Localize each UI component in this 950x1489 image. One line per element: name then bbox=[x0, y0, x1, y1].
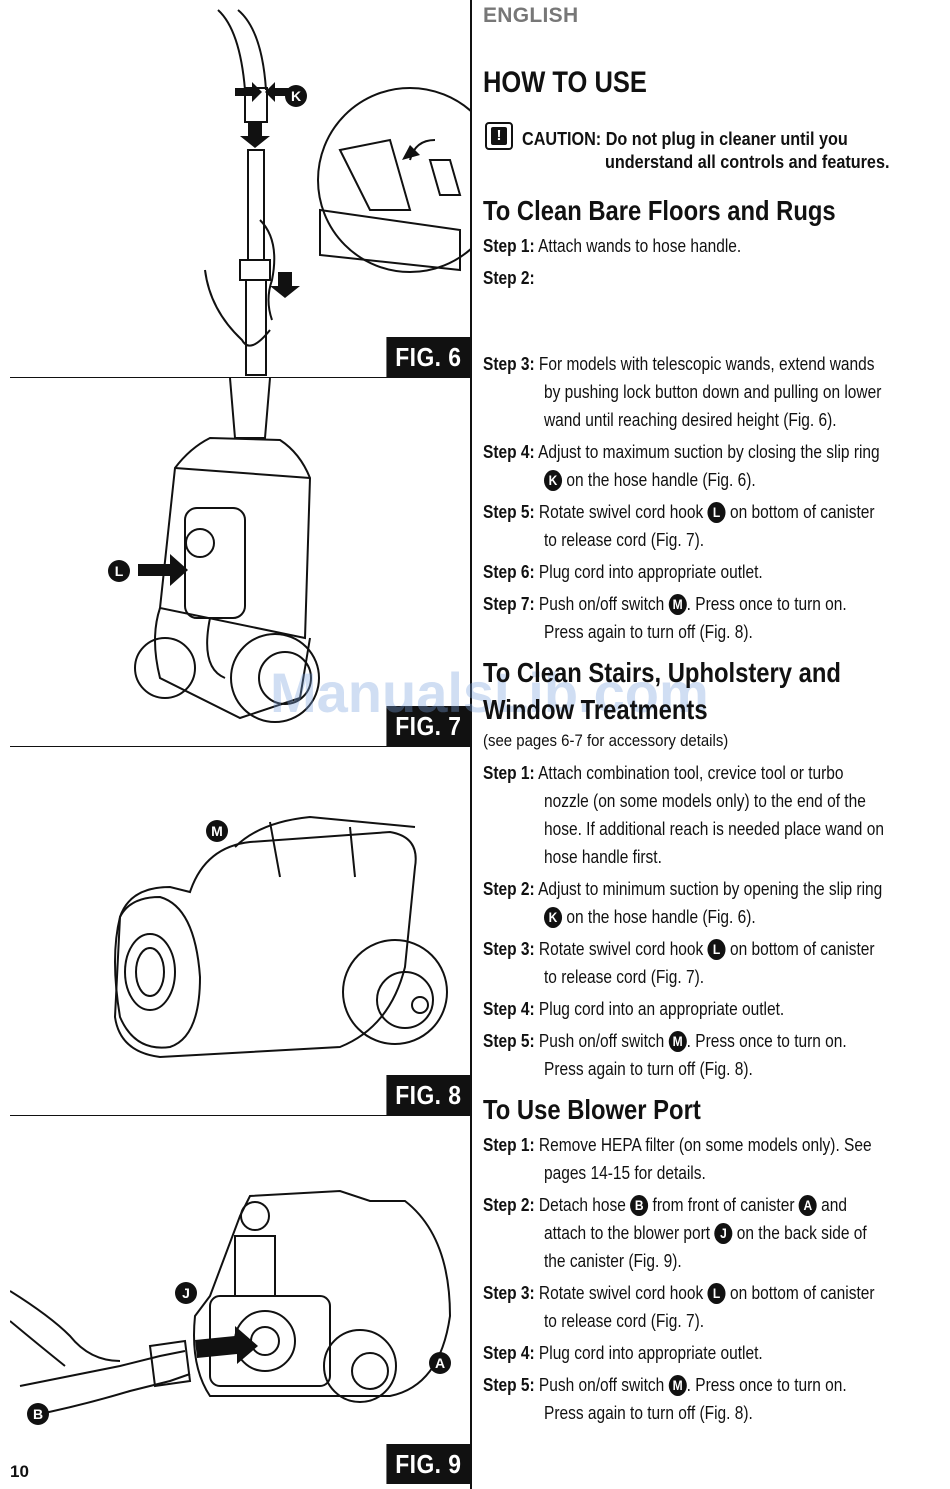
callout-b: B bbox=[27, 1403, 49, 1425]
caution-label: CAUTION: bbox=[522, 129, 602, 149]
step: Step 4: Plug cord into appropriate outle… bbox=[483, 1343, 763, 1363]
language-label: ENGLISH bbox=[483, 4, 579, 27]
callout-m-inline: M bbox=[668, 1031, 687, 1052]
step: Step 2: Adjust to minimum suction by ope… bbox=[483, 879, 883, 899]
section-heading-stairs: To Clean Stairs, Upholstery and bbox=[483, 657, 841, 688]
fig7-canister-illustration bbox=[134, 378, 320, 723]
step-continuation: Press again to turn off (Fig. 8). bbox=[544, 622, 753, 642]
step-continuation: hose handle first. bbox=[544, 847, 662, 867]
step-continuation: K on the hose handle (Fig. 6). bbox=[544, 466, 756, 494]
step: Step 3: Rotate swivel cord hook L on bot… bbox=[483, 1283, 875, 1304]
step: Step 7: Push on/off switch M. Press once… bbox=[483, 594, 847, 615]
fig6-wand-illustration bbox=[204, 9, 470, 376]
step: Step 4: Plug cord into an appropriate ou… bbox=[483, 999, 785, 1019]
fig7-label: FIG. 7 bbox=[386, 706, 470, 746]
callout-m-inline: M bbox=[668, 594, 687, 615]
callout-l: L bbox=[108, 560, 130, 582]
step-continuation: Press again to turn off (Fig. 8). bbox=[544, 1059, 753, 1079]
step-continuation: to release cord (Fig. 7). bbox=[544, 967, 705, 987]
step: Step 2: bbox=[483, 268, 535, 288]
figure-divider bbox=[10, 746, 470, 747]
callout-k: K bbox=[285, 85, 307, 107]
caution-line1: Do not plug in cleaner until you bbox=[605, 129, 848, 149]
step: Step 5: Rotate swivel cord hook L on bot… bbox=[483, 502, 875, 523]
page-title: HOW TO USE bbox=[483, 66, 647, 99]
figure-divider bbox=[10, 377, 470, 378]
page-number: 10 bbox=[10, 1462, 29, 1481]
fig6-label: FIG. 6 bbox=[386, 337, 470, 377]
fig8-label: FIG. 8 bbox=[386, 1075, 470, 1115]
step-continuation: pages 14-15 for details. bbox=[544, 1163, 706, 1183]
callout-b-inline: B bbox=[630, 1195, 649, 1216]
section-heading-floors: To Clean Bare Floors and Rugs bbox=[483, 195, 836, 226]
callout-j-inline: J bbox=[714, 1223, 733, 1244]
exclamation-warning-icon: ! bbox=[485, 122, 513, 150]
step: Step 1: Attach combination tool, crevice… bbox=[483, 763, 844, 783]
callout-m: M bbox=[206, 820, 228, 842]
fig9-blower-port-illustration bbox=[10, 1189, 452, 1417]
step-continuation: the canister (Fig. 9). bbox=[544, 1251, 682, 1271]
step-continuation: hose. If additional reach is needed plac… bbox=[544, 819, 884, 839]
caution-line2: understand all controls and features. bbox=[605, 152, 890, 172]
step-continuation: Press again to turn off (Fig. 8). bbox=[544, 1403, 753, 1423]
step: Step 5: Push on/off switch M. Press once… bbox=[483, 1375, 847, 1396]
callout-j: J bbox=[175, 1282, 197, 1304]
callout-k-inline: K bbox=[544, 470, 563, 491]
callout-k-inline: K bbox=[544, 907, 563, 928]
step-continuation: by pushing lock button down and pulling … bbox=[544, 382, 882, 402]
step-continuation: nozzle (on some models only) to the end … bbox=[544, 791, 866, 811]
step: Step 1: Remove HEPA filter (on some mode… bbox=[483, 1135, 872, 1155]
step: Step 5: Push on/off switch M. Press once… bbox=[483, 1031, 847, 1052]
step: Step 4: Adjust to maximum suction by clo… bbox=[483, 442, 880, 462]
step-continuation: K on the hose handle (Fig. 6). bbox=[544, 903, 756, 931]
step: Step 6: Plug cord into appropriate outle… bbox=[483, 562, 763, 582]
watermark: ManualsLib.com bbox=[270, 661, 709, 724]
fig8-canister-illustration bbox=[113, 815, 448, 1059]
callout-l-inline: L bbox=[707, 939, 726, 960]
section-heading-stairs-line2: Window Treatments bbox=[483, 694, 708, 725]
figure-divider bbox=[10, 1115, 470, 1116]
step-continuation: to release cord (Fig. 7). bbox=[544, 1311, 705, 1331]
step: Step 1: Attach wands to hose handle. bbox=[483, 236, 742, 256]
accessory-note: (see pages 6-7 for accessory details) bbox=[483, 731, 729, 750]
step-continuation: attach to the blower port J on the back … bbox=[544, 1223, 867, 1244]
column-divider bbox=[470, 0, 472, 1489]
step: Step 3: For models with telescopic wands… bbox=[483, 354, 875, 374]
callout-a-inline: A bbox=[798, 1195, 817, 1216]
callout-m-inline: M bbox=[668, 1375, 687, 1396]
step: Step 2: Detach hose B from front of cani… bbox=[483, 1195, 848, 1216]
callout-l-inline: L bbox=[707, 502, 726, 523]
fig9-label: FIG. 9 bbox=[386, 1444, 470, 1484]
step-continuation: to release cord (Fig. 7). bbox=[544, 530, 705, 550]
section-heading-blower: To Use Blower Port bbox=[483, 1094, 701, 1125]
callout-a: A bbox=[429, 1352, 451, 1374]
step: Step 3: Rotate swivel cord hook L on bot… bbox=[483, 939, 875, 960]
step-continuation: wand until reaching desired height (Fig.… bbox=[544, 410, 837, 430]
callout-l-inline: L bbox=[707, 1283, 726, 1304]
